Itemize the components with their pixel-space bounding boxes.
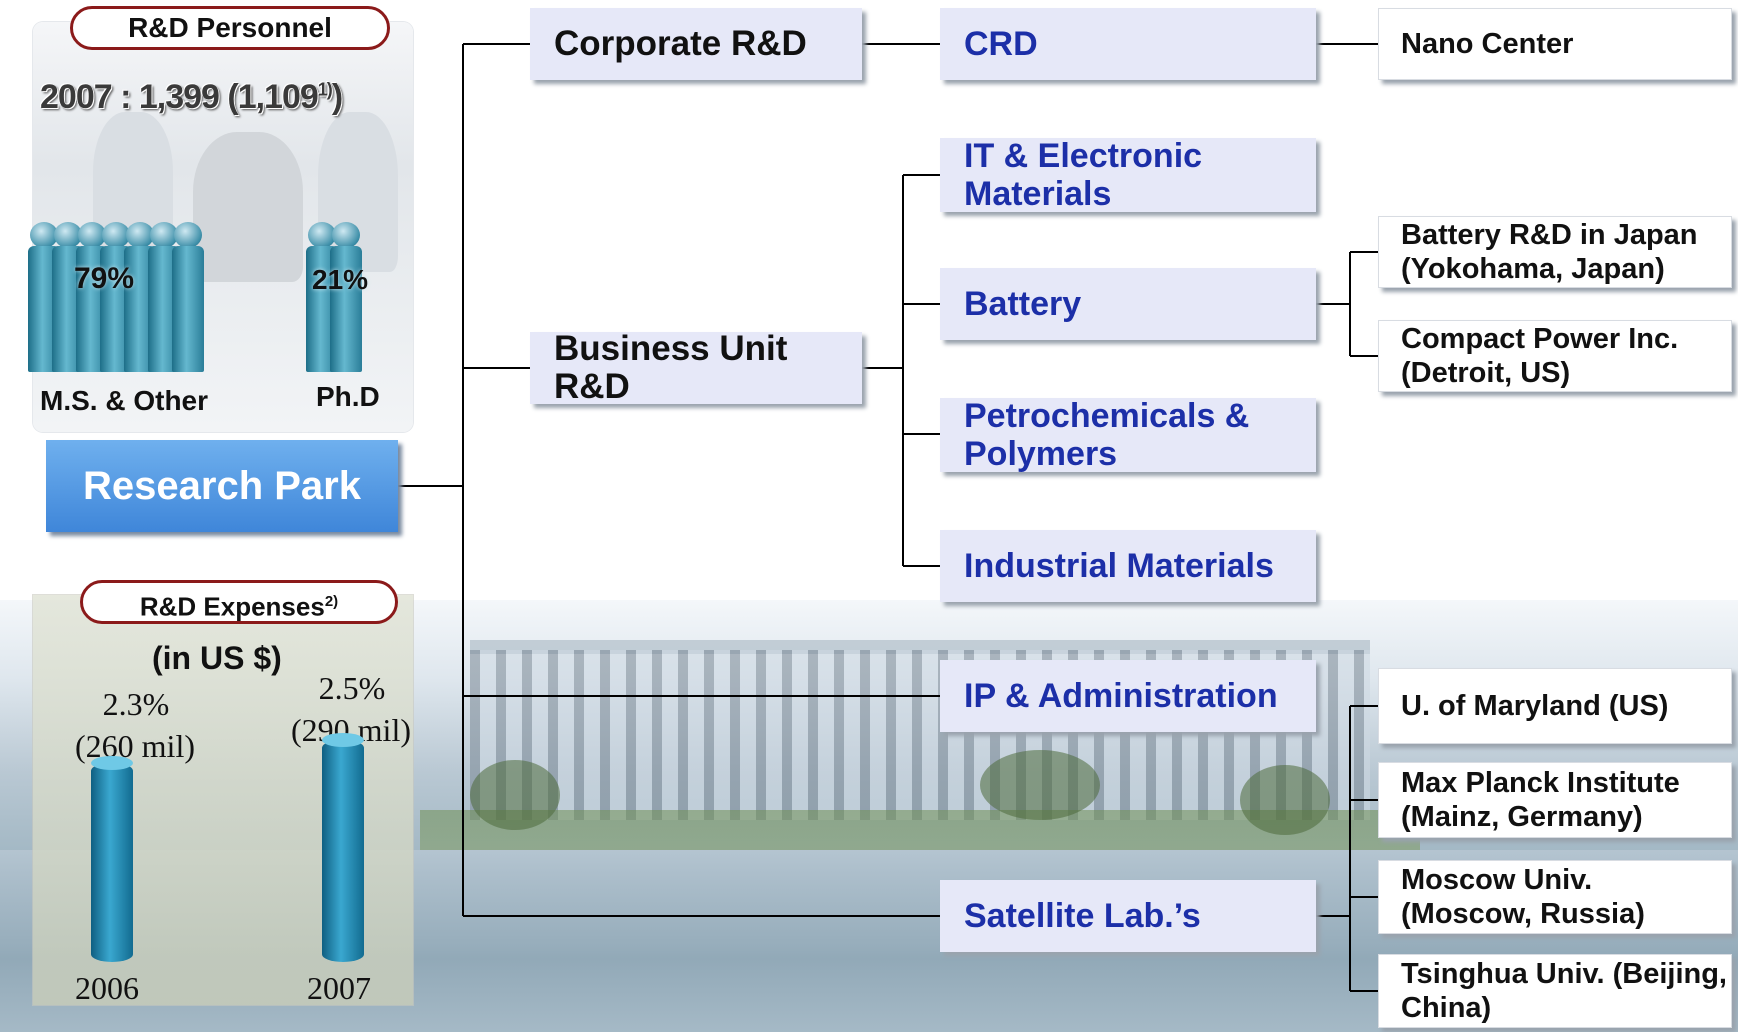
industrial-materials-box: Industrial Materials <box>940 530 1316 602</box>
corporate-rd-box: Corporate R&D <box>530 8 862 80</box>
research-park-box: Research Park <box>46 440 398 532</box>
expense-amount-2006: (260 mil) <box>75 728 195 764</box>
expenses-title: R&D Expenses2) <box>80 580 398 624</box>
expense-bar-2006 <box>91 756 133 962</box>
phd-percentage: 21% <box>312 264 369 295</box>
person-icon <box>330 222 362 372</box>
ip-administration-box: IP & Administration <box>940 660 1316 732</box>
personnel-count: 2007 : 1,399 (1,1091)) <box>40 78 343 116</box>
max-planck-box: Max Planck Institute (Mainz, Germany) <box>1378 762 1732 838</box>
ms-label: M.S. & Other <box>40 385 209 416</box>
expense-year-2006: 2006 <box>75 970 139 1006</box>
compact-power-box: Compact Power Inc. (Detroit, US) <box>1378 320 1732 392</box>
expense-ratio-2007: 2.5% <box>318 670 386 706</box>
expense-bar-2007 <box>322 733 364 962</box>
satellite-labs-box: Satellite Lab.’s <box>940 880 1316 952</box>
it-electronic-materials-box: IT & Electronic Materials <box>940 137 1316 213</box>
battery-rd-japan-box: Battery R&D in Japan (Yokohama, Japan) <box>1378 216 1732 288</box>
business-unit-rd-box: Business Unit R&D <box>530 330 862 406</box>
photo-figure <box>318 112 398 272</box>
person-icon <box>172 222 204 372</box>
phd-label: Ph.D <box>316 381 380 412</box>
background-tree <box>980 750 1100 820</box>
nano-center-box: Nano Center <box>1378 8 1732 80</box>
expenses-unit: (in US $) <box>152 640 282 676</box>
background-tree <box>470 760 560 830</box>
expense-year-2007: 2007 <box>307 970 371 1006</box>
tsinghua-univ-box: Tsinghua Univ. (Beijing, China) <box>1378 954 1732 1028</box>
photo-figure <box>193 132 303 282</box>
petrochemicals-polymers-box: Petrochemicals & Polymers <box>940 397 1316 473</box>
moscow-univ-box: Moscow Univ. (Moscow, Russia) <box>1378 860 1732 934</box>
background-tree <box>1240 765 1330 835</box>
crd-box: CRD <box>940 8 1316 80</box>
maryland-box: U. of Maryland (US) <box>1378 668 1732 744</box>
expense-ratio-2006: 2.3% <box>102 686 170 722</box>
battery-box: Battery <box>940 268 1316 340</box>
personnel-title: R&D Personnel <box>70 6 390 50</box>
ms-percentage: 79% <box>74 262 135 295</box>
